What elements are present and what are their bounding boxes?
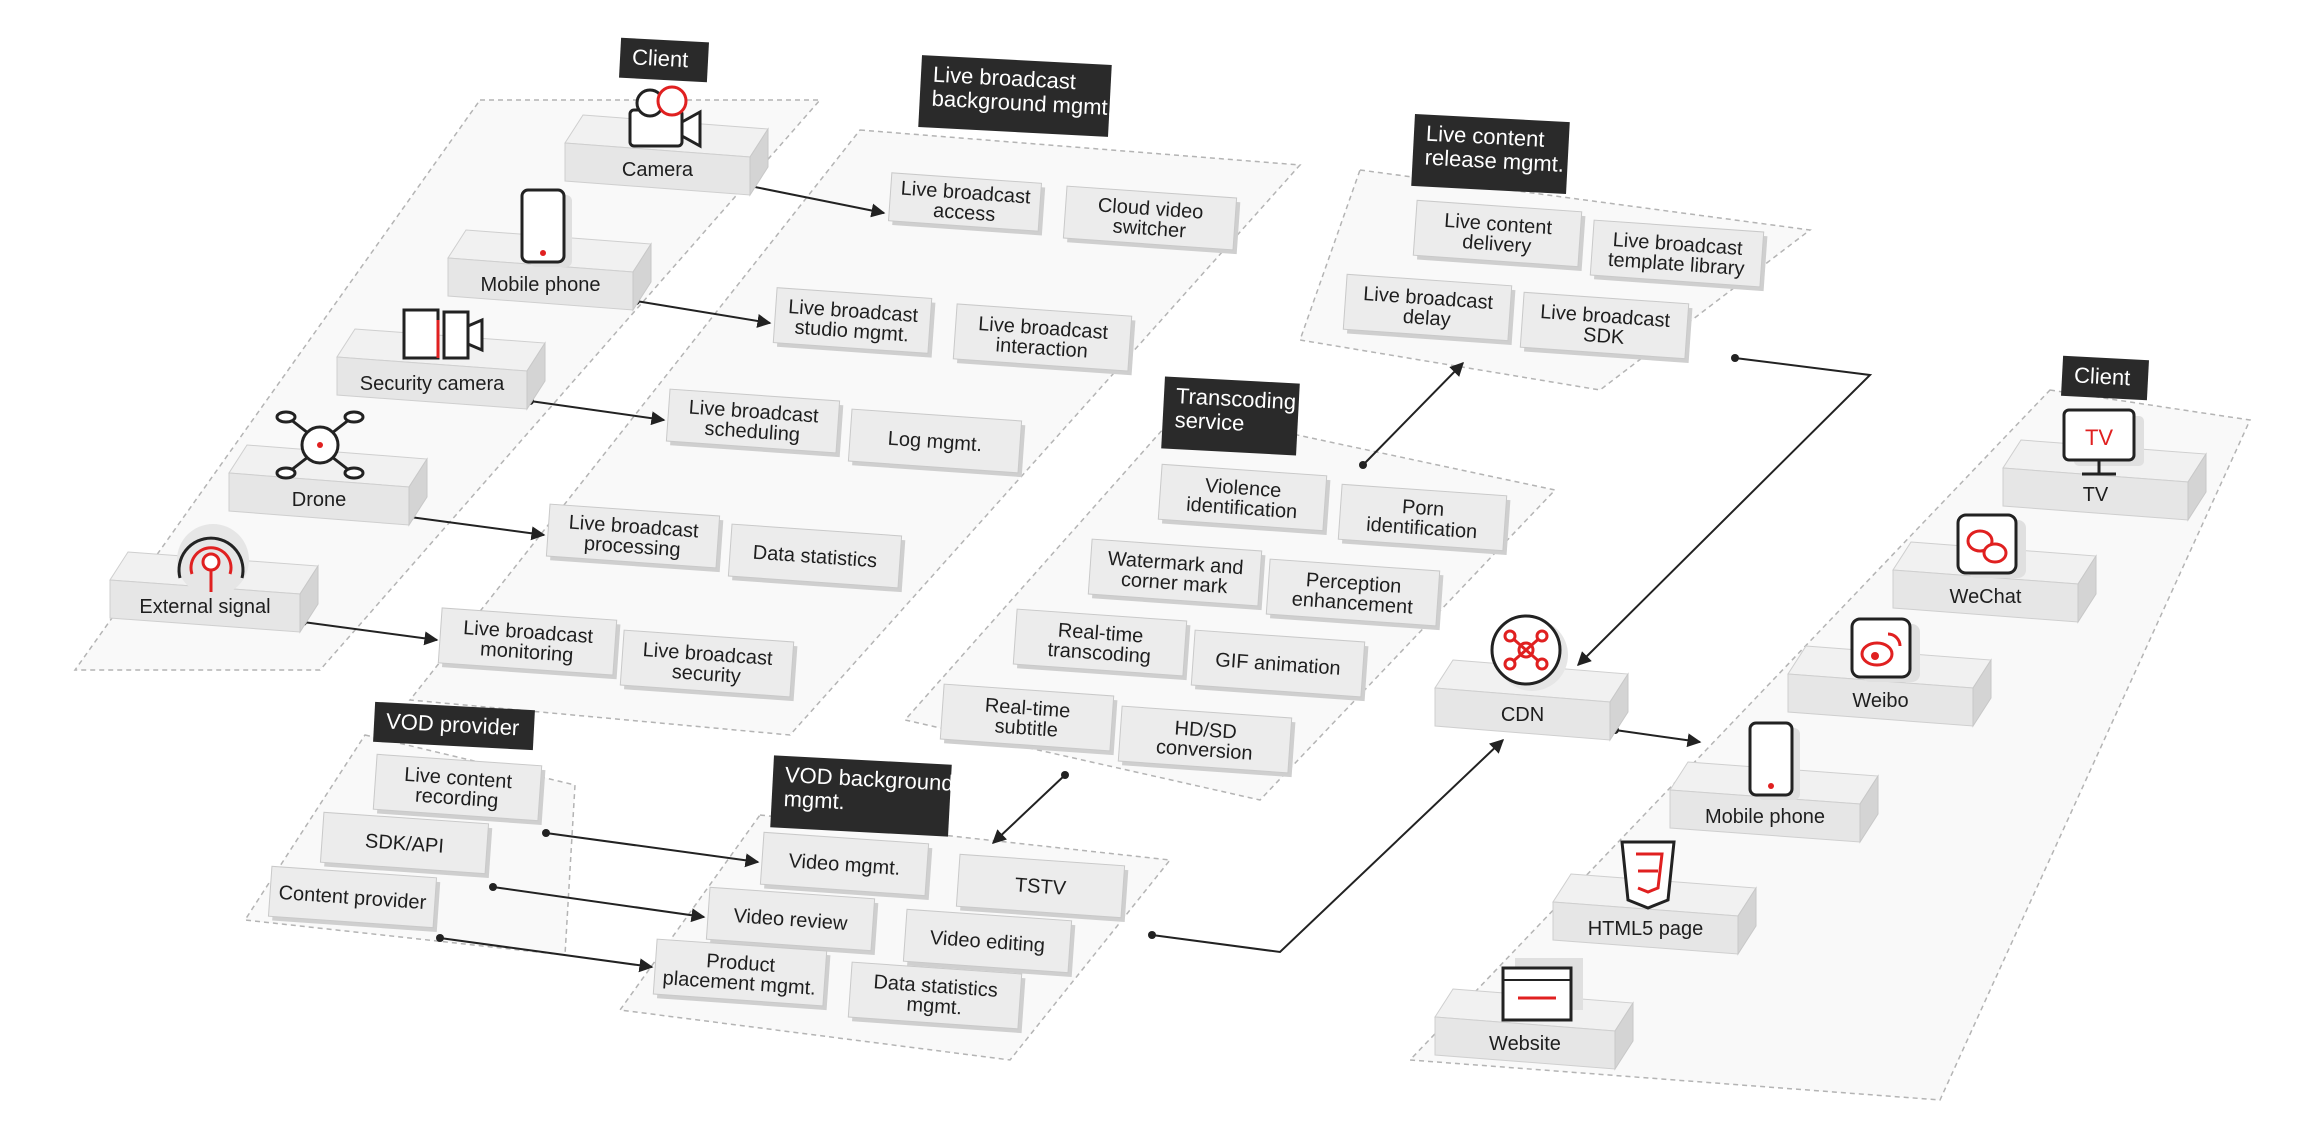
live-mgmt-item-7: Data statistics [727, 523, 906, 593]
connector-external-monitoring [302, 621, 439, 646]
device-camera: Camera [564, 114, 769, 197]
connector-provider-placement [439, 937, 654, 973]
html5-icon [1620, 840, 1676, 910]
vod-mgmt-item-0: Video mgmt. [759, 831, 933, 900]
device-drone-label: Drone [292, 489, 346, 511]
connectors [299, 182, 1873, 973]
device-tv: TV [2002, 439, 2207, 522]
transcoding-item-6: Real-timesubtitle [939, 683, 1118, 756]
vod-mgmt-item-1-label: TSTV [1014, 874, 1067, 900]
release-item-0: Live contentdelivery [1412, 199, 1586, 271]
vod-mgmt-item-1: TSTV [955, 853, 1129, 922]
vod-mgmt-title: VOD backgroundmgmt. [770, 755, 954, 837]
device-html5-page-label: HTML5 page [1588, 918, 1704, 940]
connector-mobile-studio [635, 300, 772, 328]
live-mgmt-title: Live broadcastbackground mgmt. [918, 55, 1116, 137]
network-hub-icon [1490, 614, 1568, 691]
device-external-signal-label: External signal [139, 596, 270, 618]
release-title: Live contentrelease mgmt. [1411, 113, 1570, 195]
transcoding-item-4: Real-timetranscoding [1012, 608, 1191, 681]
live-mgmt-title-text: Live broadcastbackground mgmt. [931, 62, 1116, 120]
vod-provider-item-0: Live contentrecording [372, 753, 546, 825]
smartphone-right-icon [1748, 721, 1800, 800]
tv-icon-text: TV [2085, 425, 2113, 450]
client-left-title-text: Client [631, 44, 688, 72]
vod-mgmt-item-3: Video editing [902, 908, 1076, 977]
vod-provider-title: VOD provider [373, 701, 535, 751]
connector-drone-processing [409, 516, 546, 541]
device-security-camera-label: Security camera [360, 373, 505, 395]
weibo-icon [1850, 617, 1920, 682]
transcoding-item-1: Pornidentification [1337, 483, 1511, 555]
connector-recording-videomgmt [545, 832, 760, 868]
connector-security-scheduling [529, 400, 666, 426]
client-right-title-text: Client [2073, 362, 2130, 390]
transcoding-item-4-label: Real-timetranscoding [1047, 619, 1153, 668]
transcoding-item-5: GIF animation [1190, 629, 1369, 702]
device-tv-label: TV [2083, 484, 2109, 506]
connector-cdn-client [1614, 729, 1702, 748]
release-item-1: Live broadcasttemplate library [1589, 219, 1768, 292]
live-mgmt-item-6: Live broadcastprocessing [545, 503, 724, 573]
browser-window-icon [1501, 958, 1583, 1022]
live-mgmt-item-9: Live broadcastsecurity [619, 629, 798, 702]
device-html5-page: HTML5 page [1552, 873, 1757, 956]
connector-transcoding-release [1362, 362, 1464, 466]
vod-provider-item-0-label: Live contentrecording [402, 764, 513, 813]
live-mgmt-item-0: Live broadcastaccess [887, 172, 1046, 236]
connector-vod-cdn [1151, 739, 1505, 954]
live-mgmt-item-1: Cloud videoswitcher [1062, 185, 1241, 255]
cdn-node: CDN [1434, 659, 1629, 742]
cdn-node-label: CDN [1501, 704, 1544, 726]
device-security-camera: Security camera [336, 328, 546, 411]
live-mgmt-item-2: Live broadcaststudio mgmt. [772, 287, 936, 358]
device-wechat-label: WeChat [1950, 586, 2022, 608]
device-mobile-phone-right-label: Mobile phone [1705, 806, 1825, 828]
vod-mgmt-item-2: Video review [705, 886, 879, 955]
connector-transcoding-vod [991, 774, 1066, 844]
wechat-icon [1956, 513, 2026, 578]
tv-icon: TV [2062, 408, 2144, 476]
vod-provider-item-2: Content provider [267, 865, 441, 932]
smartphone-icon [520, 188, 572, 267]
live-mgmt-item-4: Live broadcastscheduling [665, 388, 844, 458]
transcoding-item-3-label: Perceptionenhancement [1291, 568, 1415, 618]
transcoding-item-2: Watermark andcorner mark [1087, 538, 1266, 611]
vod-mgmt-item-4: Productplacement mgmt. [652, 938, 831, 1011]
client-left-title: Client [619, 37, 709, 83]
device-camera-label: Camera [622, 159, 694, 181]
transcoding-item-0: Violenceidentification [1157, 463, 1331, 535]
video-camera-icon [628, 85, 702, 149]
transcoding-item-6-label: Real-timesubtitle [983, 695, 1071, 743]
connector-sdk-review [492, 886, 706, 923]
transcoding-item-3: Perceptionenhancement [1265, 558, 1444, 631]
release-item-2: Live broadcastdelay [1342, 273, 1516, 345]
live-mgmt-item-5: Log mgmt. [847, 408, 1026, 478]
connector-camera-access [749, 185, 886, 218]
transcoding-item-7: HD/SDconversion [1117, 705, 1296, 778]
live-mgmt-item-3: Live broadcastinteraction [952, 303, 1136, 376]
drone-icon [275, 410, 365, 480]
device-mobile-phone-label: Mobile phone [480, 274, 600, 296]
connector-release-cdn [1577, 357, 1873, 666]
live-mgmt-item-0-label: Live broadcastaccess [899, 178, 1032, 229]
vod-mgmt-item-5: Data statisticsmgmt. [847, 961, 1026, 1034]
vod-provider-item-1: SDK/API [319, 811, 493, 878]
live-mgmt-item-8: Live broadcastmonitoring [437, 607, 621, 680]
device-weibo-label: Weibo [1852, 690, 1908, 712]
transcoding-title-text: Transcodingservice [1174, 383, 1297, 438]
device-website-label: Website [1489, 1033, 1561, 1055]
signal-antenna-icon [177, 524, 249, 596]
vod-provider-item-1-label: SDK/API [364, 830, 444, 857]
transcoding-title: Transcodingservice [1161, 376, 1300, 456]
security-camera-icon [402, 308, 484, 360]
client-right-title: Client [2061, 355, 2149, 401]
release-item-3: Live broadcastSDK [1519, 291, 1693, 363]
